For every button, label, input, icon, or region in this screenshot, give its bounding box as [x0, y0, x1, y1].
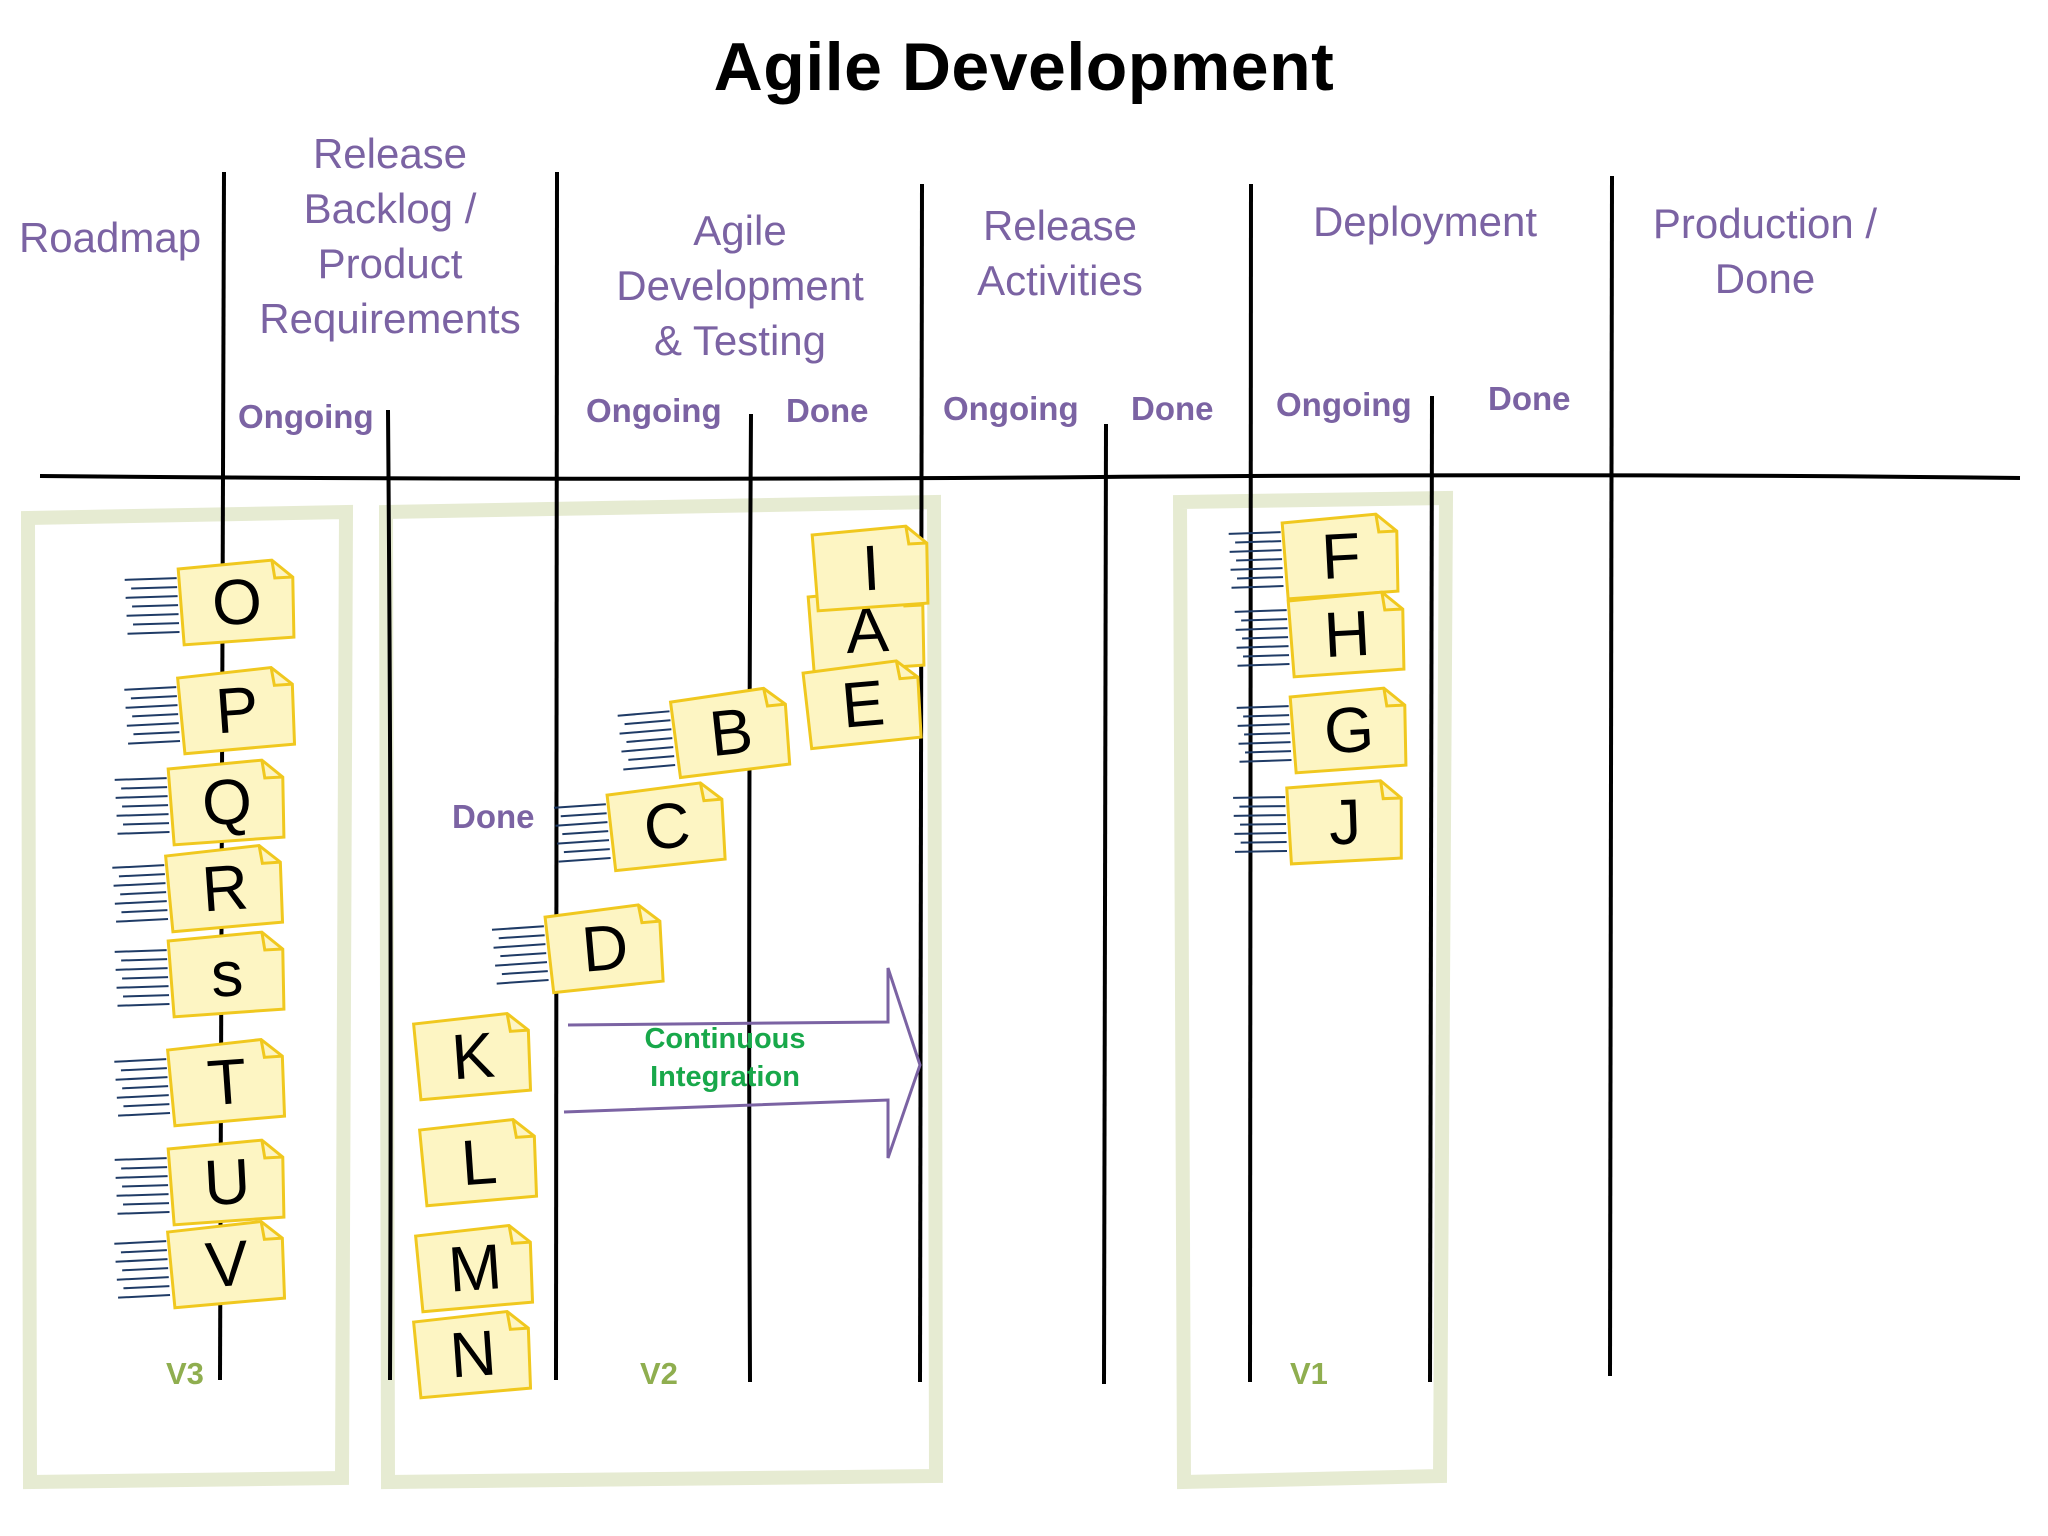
sticky-note-u: U	[114, 1137, 288, 1227]
continuous-integration-label: Continuous Integration	[644, 1023, 806, 1093]
sticky-note-q: Q	[114, 757, 288, 847]
release-done-label: Done	[1131, 390, 1214, 427]
column-separator	[554, 171, 560, 1381]
sticky-note-s: s	[114, 929, 288, 1019]
v1-band	[1172, 490, 1454, 1490]
sticky-note-h: H	[1234, 589, 1408, 679]
column-separator	[1608, 175, 1614, 1377]
column-separator	[1247, 183, 1253, 1383]
column-header-production: Production / Done	[1652, 200, 1878, 302]
sticky-note-m: M	[413, 1222, 537, 1314]
version-v1-label: V1	[1290, 1356, 1328, 1391]
column-header-deployment: Deployment	[1312, 198, 1538, 245]
sub-separator	[386, 409, 393, 1381]
deploy-done-label: Done	[1488, 380, 1571, 417]
sticky-note-f: F	[1228, 511, 1402, 601]
dev-ongoing-label: Ongoing	[586, 392, 722, 429]
sticky-note-r: R	[112, 842, 287, 934]
backlog-ongoing-label: Ongoing	[238, 398, 374, 435]
sticky-note-v: V	[114, 1218, 289, 1310]
sticky-note-e: E	[801, 657, 926, 751]
sticky-note-b: B	[617, 684, 794, 780]
column-header-release-backlog: Release Backlog / Product Requirements	[259, 130, 521, 342]
column-header-agile-development: Agile Development & Testing	[616, 207, 864, 364]
deploy-ongoing-label: Ongoing	[1276, 386, 1412, 423]
continuous-integration-arrow	[563, 967, 922, 1159]
sub-separator	[1102, 423, 1108, 1385]
sticky-note-p: P	[124, 664, 299, 756]
header-line	[39, 473, 2021, 481]
column-header-roadmap: Roadmap	[18, 214, 202, 261]
sticky-note-i: I	[810, 523, 932, 613]
version-v3-label: V3	[166, 1356, 204, 1391]
column-header-release-activities: Release Activities	[977, 202, 1143, 304]
sub-separator	[747, 413, 753, 1383]
sub-separator	[1428, 395, 1434, 1383]
column-separator	[918, 183, 924, 1383]
sticky-note-c: C	[553, 779, 730, 873]
release-ongoing-label: Ongoing	[943, 390, 1079, 427]
version-v2-label: V2	[640, 1356, 678, 1391]
sticky-note-j: J	[1233, 778, 1406, 866]
v3-band	[20, 504, 354, 1490]
dev-done-label: Done	[786, 392, 869, 429]
sticky-note-t: T	[114, 1036, 289, 1128]
sticky-note-n: N	[411, 1308, 535, 1400]
sticky-note-k: K	[411, 1010, 535, 1102]
backlog-done-label: Done	[452, 798, 535, 835]
sticky-note-g: G	[1236, 685, 1410, 775]
sticky-note-d: D	[491, 901, 668, 995]
sticky-note-o: O	[124, 557, 298, 647]
page-title: Agile Development	[713, 29, 1335, 105]
sticky-note-l: L	[417, 1116, 541, 1208]
